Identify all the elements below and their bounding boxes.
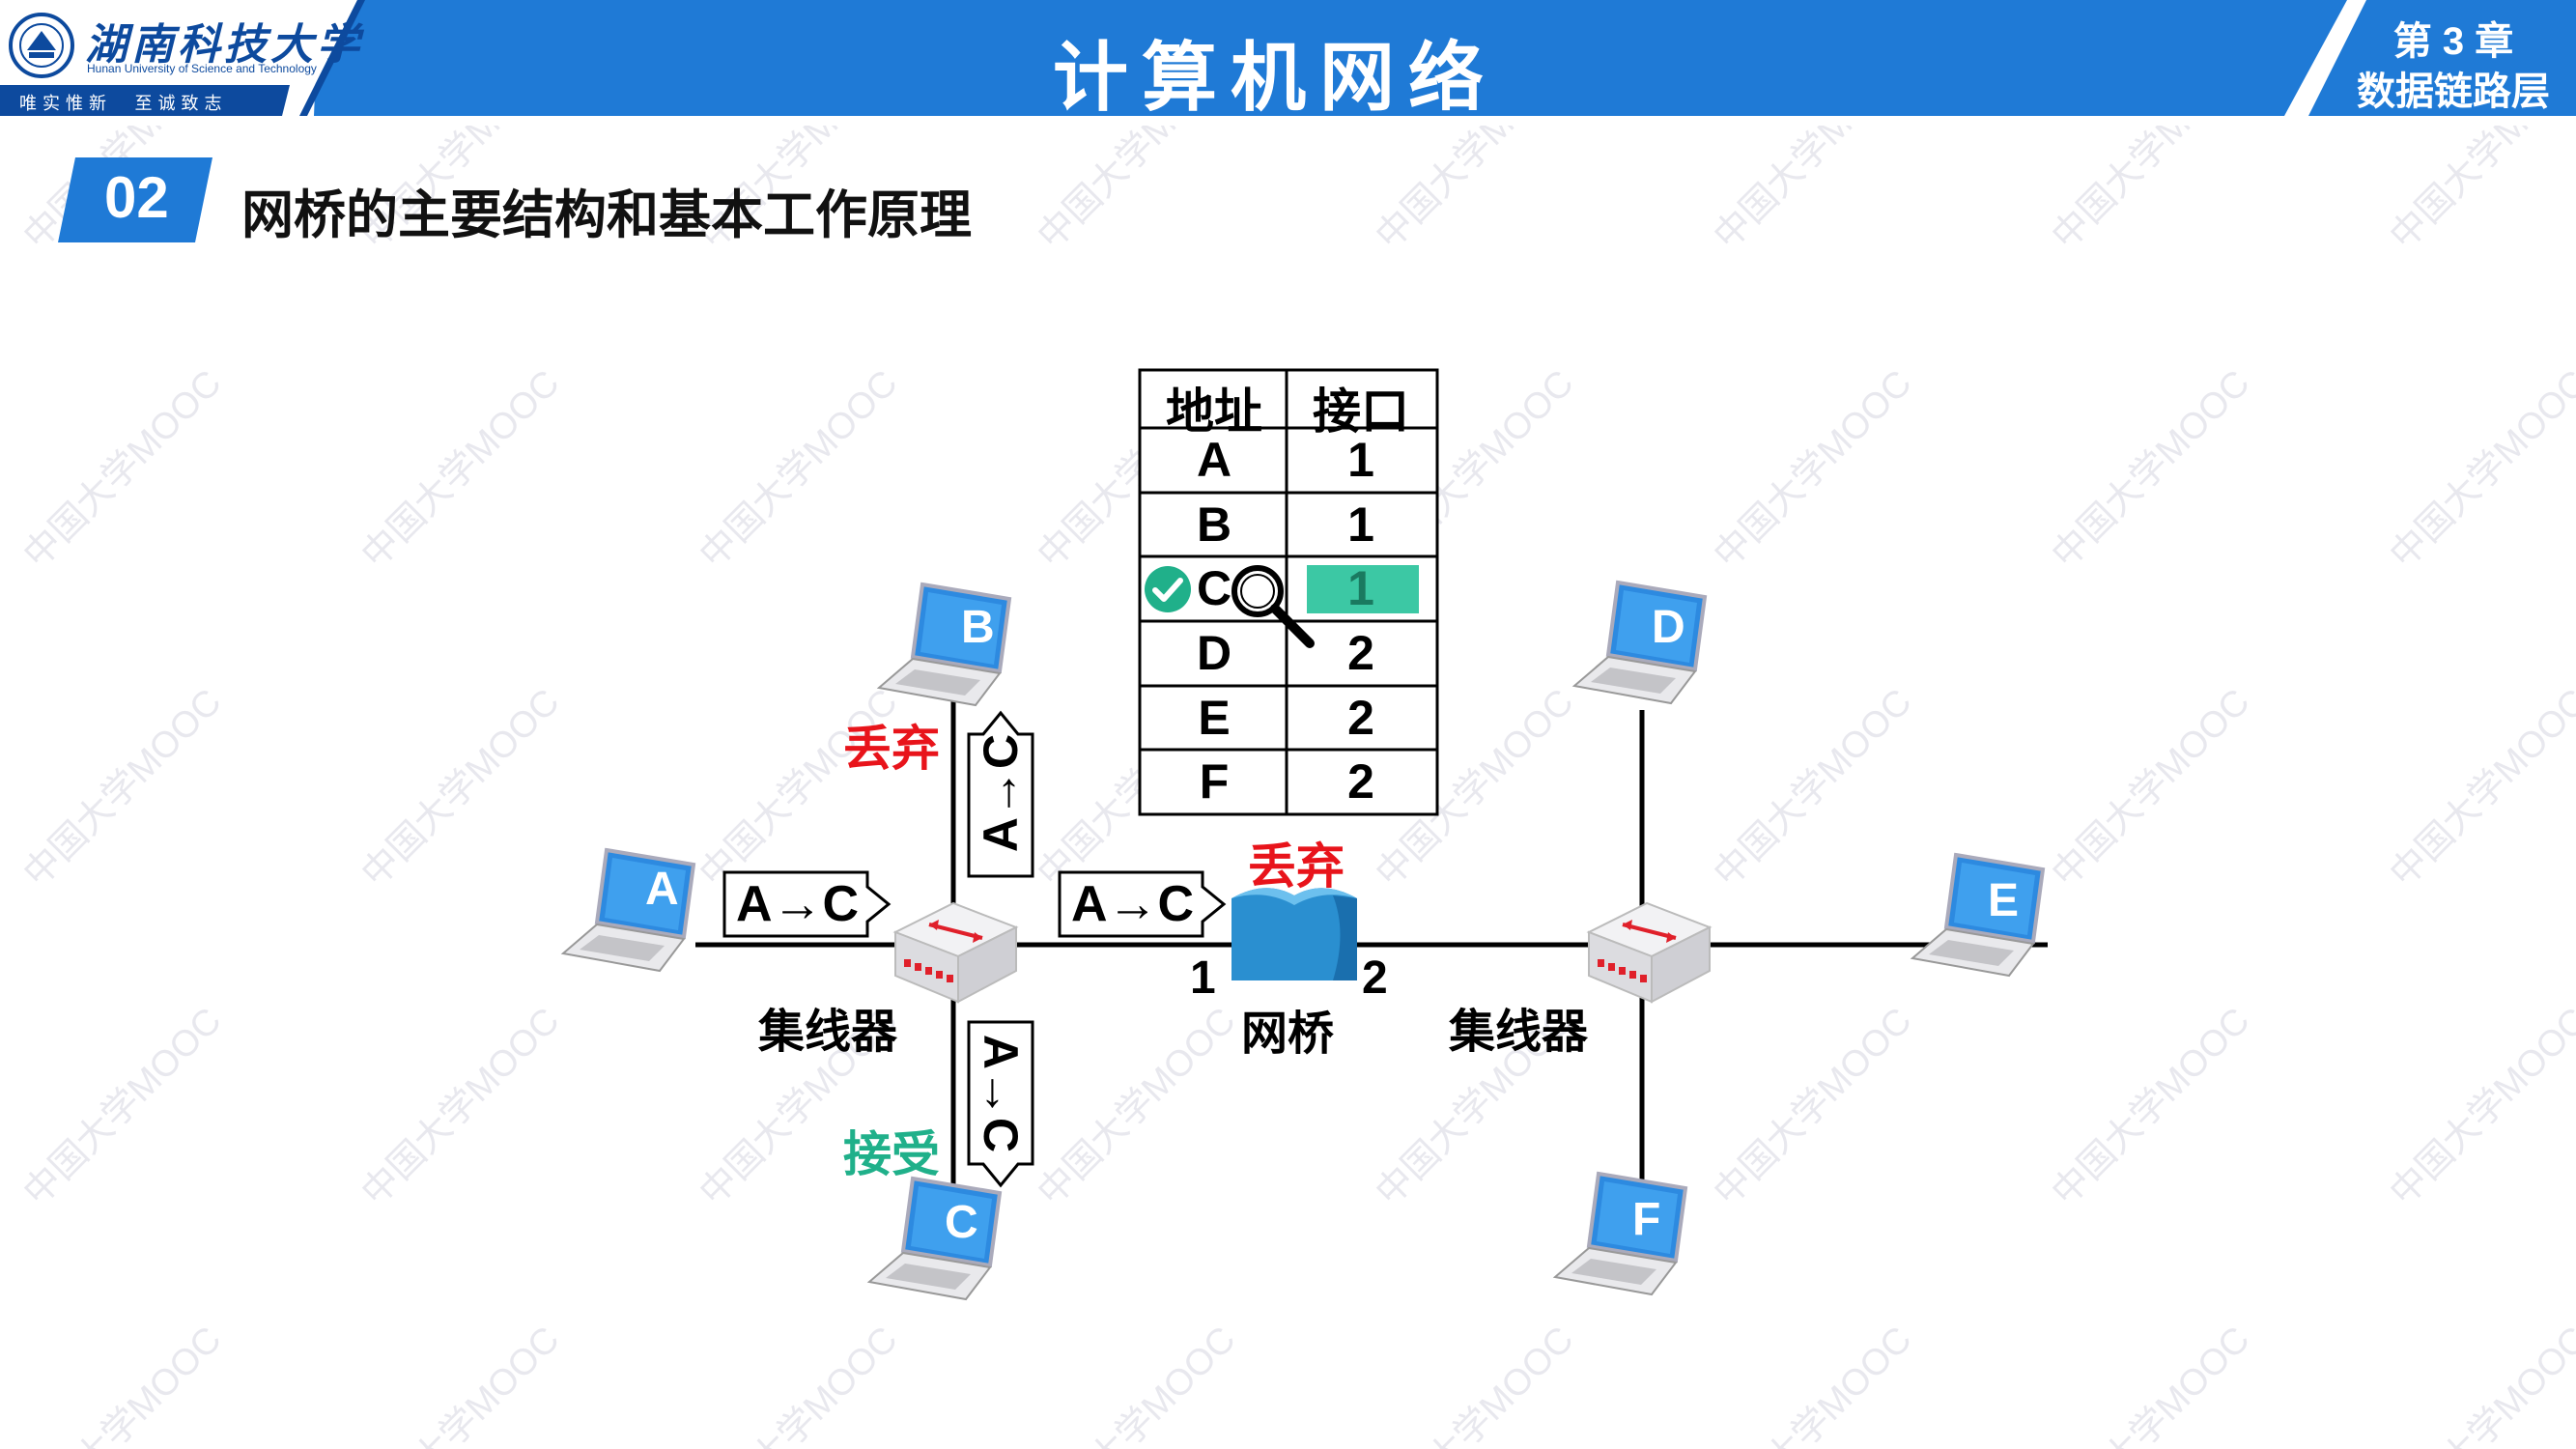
table-cell-address: B bbox=[1196, 497, 1232, 552]
university-logo bbox=[9, 13, 74, 78]
table-header-address: 地址 bbox=[1166, 384, 1262, 439]
magnifier-icon bbox=[1231, 565, 1315, 648]
table-cell-address: F bbox=[1199, 754, 1230, 809]
host-b-label: B bbox=[961, 602, 995, 653]
section-number-badge bbox=[58, 157, 212, 242]
table-cell-port: 1 bbox=[1347, 561, 1374, 615]
hub-icon bbox=[892, 901, 1019, 1004]
bridge-port-2-label: 2 bbox=[1362, 952, 1388, 1004]
host-e-label: E bbox=[1988, 875, 2020, 926]
laptop-icon bbox=[1910, 852, 2046, 978]
forwarding-table bbox=[1138, 368, 1439, 816]
table-cell-address: A bbox=[1196, 433, 1232, 487]
table-cell-port: 2 bbox=[1347, 691, 1374, 745]
course-title: 计算机网络 bbox=[1053, 35, 1498, 120]
bridge-port-1-label: 1 bbox=[1190, 952, 1216, 1004]
host-a-label: A bbox=[645, 864, 679, 915]
frame-arrow-right bbox=[1058, 870, 1227, 938]
status-drop-b: 丢弃 bbox=[843, 722, 940, 776]
bridge-icon bbox=[1231, 888, 1357, 980]
frame-arrow-down bbox=[967, 1020, 1034, 1188]
frame-label-a-c: A→C bbox=[1071, 876, 1195, 932]
table-cell-port: 2 bbox=[1347, 754, 1374, 809]
table-cell-port: 2 bbox=[1347, 626, 1374, 680]
chapter-title: 数据链路层 bbox=[2357, 71, 2550, 113]
host-d-label: D bbox=[1652, 602, 1685, 653]
university-motto: 唯实惟新 至诚致志 bbox=[19, 94, 228, 114]
section-number: 02 bbox=[104, 165, 169, 230]
check-icon bbox=[1145, 566, 1191, 612]
chapter-number: 第 3 章 bbox=[2392, 20, 2514, 63]
status-drop-bridge: 丢弃 bbox=[1248, 839, 1345, 894]
laptop-icon bbox=[560, 847, 696, 973]
frame-arrow-right bbox=[722, 870, 892, 938]
table-cell-port: 1 bbox=[1347, 433, 1374, 487]
header-bar bbox=[0, 0, 2576, 116]
host-f-label: F bbox=[1632, 1194, 1661, 1245]
highlighted-port-cell bbox=[1307, 565, 1419, 613]
frame-label-a-c: A→C bbox=[974, 733, 1028, 853]
table-cell-address: E bbox=[1198, 691, 1231, 745]
hub-right-label: 集线器 bbox=[1449, 1007, 1589, 1058]
bridge-label: 网桥 bbox=[1241, 1009, 1335, 1060]
frame-arrow-up bbox=[967, 710, 1034, 878]
table-cell-address: D bbox=[1196, 626, 1232, 680]
table-cell-address: C bbox=[1196, 561, 1232, 615]
frame-label-a-c: A→C bbox=[974, 1034, 1028, 1153]
laptop-icon bbox=[866, 1176, 1003, 1301]
laptop-icon bbox=[1571, 580, 1708, 705]
university-name-en: Hunan University of Science and Technolo… bbox=[87, 62, 317, 75]
hub-icon bbox=[1586, 901, 1713, 1004]
laptop-icon bbox=[1552, 1171, 1688, 1296]
frame-label-a-c: A→C bbox=[736, 876, 860, 932]
table-header-port: 接口 bbox=[1313, 384, 1409, 439]
hub-left-label: 集线器 bbox=[758, 1007, 898, 1058]
university-name-cn: 湖南科技大学 bbox=[85, 20, 363, 70]
table-cell-port: 1 bbox=[1347, 497, 1374, 552]
host-c-label: C bbox=[945, 1197, 978, 1248]
laptop-icon bbox=[876, 582, 1012, 707]
section-title: 网桥的主要结构和基本工作原理 bbox=[241, 186, 972, 244]
status-accept-c: 接受 bbox=[843, 1127, 940, 1181]
